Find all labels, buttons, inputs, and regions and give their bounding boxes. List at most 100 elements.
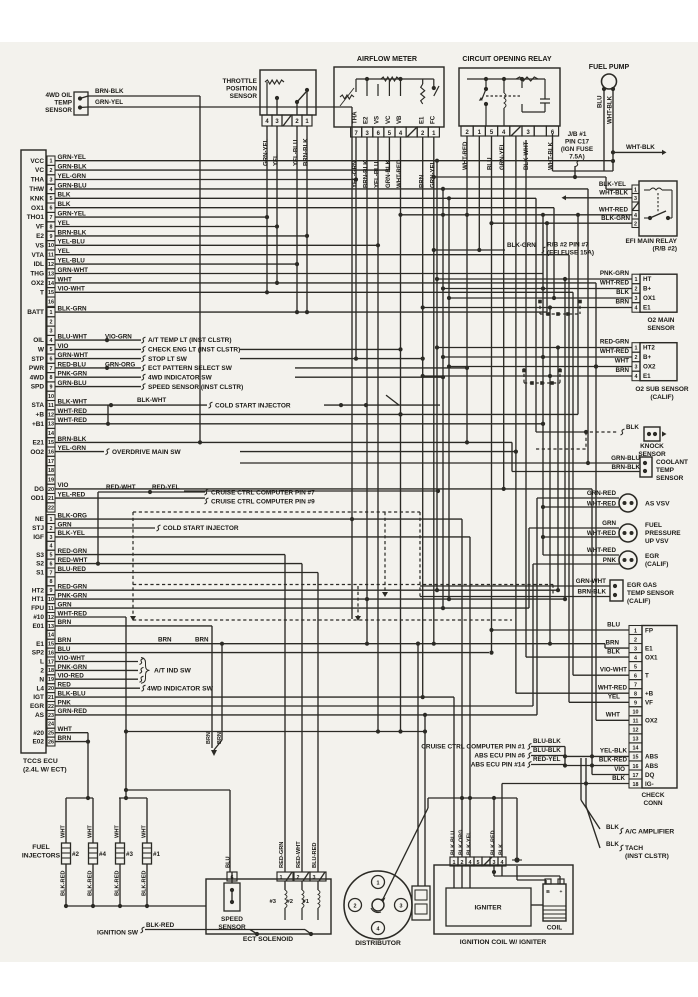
svg-text:2: 2 — [634, 221, 637, 227]
svg-text:BLK-RED: BLK-RED — [88, 871, 94, 896]
svg-text:2: 2 — [421, 131, 425, 137]
svg-text:15: 15 — [633, 755, 639, 761]
svg-text:12: 12 — [48, 615, 54, 621]
svg-text:VIO-WHT: VIO-WHT — [600, 667, 627, 674]
svg-text:BLK-GRN: BLK-GRN — [601, 215, 630, 222]
svg-text:OD1: OD1 — [31, 495, 45, 502]
svg-text:BLK: BLK — [616, 289, 629, 296]
svg-text:BLK: BLK — [626, 424, 639, 431]
svg-text:BLU-WHT: BLU-WHT — [58, 333, 88, 340]
svg-text:STJ: STJ — [32, 525, 44, 532]
svg-text:BLK-WHT: BLK-WHT — [523, 141, 530, 170]
svg-text:4: 4 — [399, 131, 403, 137]
svg-text:BLK: BLK — [58, 192, 71, 199]
svg-text:(CALIF): (CALIF) — [627, 598, 650, 605]
svg-text:COOLANT: COOLANT — [656, 459, 688, 466]
svg-text:BRN-BLK: BRN-BLK — [363, 160, 370, 188]
svg-text:1: 1 — [634, 628, 637, 634]
svg-text:1: 1 — [50, 159, 53, 165]
svg-text:14: 14 — [48, 633, 54, 639]
svg-text:FP: FP — [645, 627, 653, 634]
svg-text:STP: STP — [31, 356, 44, 363]
svg-text:YEL-GRN: YEL-GRN — [352, 161, 359, 188]
svg-text:18: 18 — [48, 468, 54, 474]
svg-text:BRN: BRN — [615, 367, 629, 374]
svg-text:IGNITION COIL W/ IGNITER: IGNITION COIL W/ IGNITER — [460, 939, 547, 946]
svg-text:BRN: BRN — [195, 637, 209, 644]
svg-text:BLK-WHT: BLK-WHT — [58, 399, 88, 406]
svg-text:BLK: BLK — [58, 201, 71, 208]
svg-text:DQ: DQ — [645, 772, 655, 779]
svg-text:CHECK: CHECK — [641, 792, 664, 799]
svg-text:BLU-RED: BLU-RED — [58, 566, 87, 573]
svg-text:4WD INDICATOR SW: 4WD INDICATOR SW — [147, 685, 214, 692]
svg-text:E21: E21 — [32, 440, 44, 447]
svg-text:3: 3 — [400, 904, 403, 910]
svg-text:RED-WHT: RED-WHT — [106, 484, 136, 491]
svg-text:THG: THG — [30, 271, 44, 278]
svg-text:3: 3 — [635, 296, 638, 302]
svg-text:VIO: VIO — [614, 766, 625, 773]
svg-text:E1: E1 — [418, 116, 425, 124]
svg-text:YEL: YEL — [273, 154, 280, 166]
svg-text:CIRCUIT OPENING RELAY: CIRCUIT OPENING RELAY — [462, 55, 551, 63]
svg-text:1: 1 — [305, 119, 309, 125]
svg-text:THW: THW — [29, 186, 45, 193]
svg-text:7: 7 — [50, 366, 53, 372]
svg-text:E1: E1 — [645, 645, 653, 652]
svg-text:N: N — [39, 676, 44, 683]
svg-text:3: 3 — [635, 365, 638, 371]
svg-text:8: 8 — [50, 224, 53, 230]
svg-text:BLU: BLU — [607, 622, 620, 629]
svg-text:SPD: SPD — [31, 384, 45, 391]
svg-text:OO2: OO2 — [30, 449, 44, 456]
svg-text:BLK: BLK — [612, 775, 625, 782]
svg-text:(CALIF): (CALIF) — [650, 394, 673, 401]
svg-text:VC: VC — [385, 115, 392, 124]
svg-text:BRN: BRN — [58, 637, 72, 644]
svg-text:RED-WHT: RED-WHT — [58, 557, 88, 564]
svg-text:7: 7 — [634, 683, 637, 689]
svg-text:14: 14 — [48, 431, 54, 437]
svg-text:GRN-WHT: GRN-WHT — [576, 578, 606, 585]
svg-text:4WD: 4WD — [30, 374, 45, 381]
svg-text:13: 13 — [48, 271, 54, 277]
svg-text:IG-: IG- — [645, 781, 654, 788]
svg-text:WHT-RED: WHT-RED — [600, 348, 630, 355]
svg-text:VB: VB — [396, 115, 403, 124]
svg-text:BLK-GRN: BLK-GRN — [58, 306, 88, 313]
svg-text:ECT SOLENOID: ECT SOLENOID — [243, 936, 293, 943]
svg-text:YEL-GRN: YEL-GRN — [58, 445, 87, 452]
svg-text:B: B — [546, 889, 550, 895]
svg-text:THROTTLE: THROTTLE — [223, 78, 258, 85]
svg-text:6: 6 — [50, 562, 53, 568]
svg-text:B+: B+ — [643, 354, 652, 361]
svg-text:PNK-GRN: PNK-GRN — [600, 270, 630, 277]
svg-text:GRN-RED: GRN-RED — [587, 490, 617, 497]
svg-text:2: 2 — [461, 860, 464, 866]
svg-text:BLK: BLK — [498, 844, 504, 855]
svg-text:#1: #1 — [303, 899, 310, 905]
svg-text:AIRFLOW METER: AIRFLOW METER — [357, 55, 417, 63]
svg-text:WHT-RED: WHT-RED — [58, 417, 88, 424]
svg-text:10: 10 — [48, 394, 54, 400]
svg-text:GRN: GRN — [58, 602, 72, 609]
svg-text:4: 4 — [502, 130, 506, 136]
svg-text:EGR: EGR — [30, 703, 44, 710]
svg-text:NE: NE — [35, 516, 45, 523]
svg-text:HT2: HT2 — [32, 587, 45, 594]
svg-text:1: 1 — [280, 875, 283, 881]
svg-text:WHT-BLK: WHT-BLK — [548, 141, 555, 170]
svg-text:RED-BLU: RED-BLU — [58, 361, 87, 368]
svg-text:BLU-BLK: BLU-BLK — [533, 738, 561, 745]
svg-text:+B: +B — [645, 691, 654, 698]
svg-text:21: 21 — [48, 496, 54, 502]
svg-text:EGR GAS: EGR GAS — [627, 582, 658, 589]
svg-text:BLK-RED: BLK-RED — [146, 922, 175, 929]
svg-text:#4: #4 — [99, 851, 106, 858]
svg-text:#3: #3 — [126, 851, 133, 858]
svg-text:5: 5 — [477, 860, 480, 866]
svg-text:RED-YEL: RED-YEL — [152, 484, 180, 491]
svg-text:BRN: BRN — [206, 732, 212, 744]
svg-text:RED: RED — [58, 682, 72, 689]
